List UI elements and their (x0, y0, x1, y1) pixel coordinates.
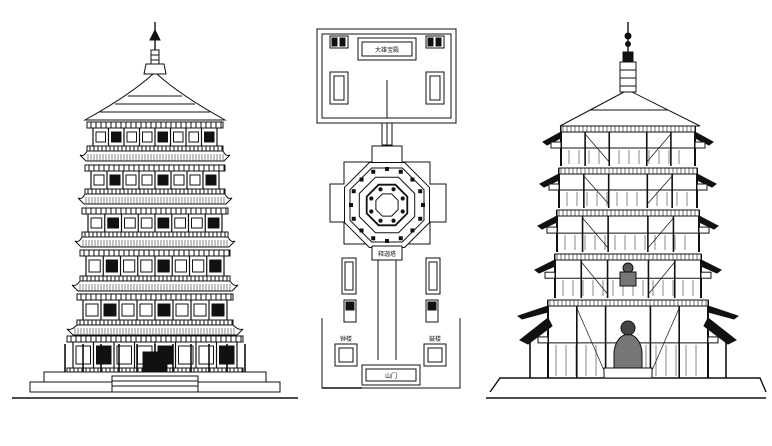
label-tower-entrance: 释迦塔 (378, 250, 396, 258)
pagoda-elevation (12, 22, 298, 399)
temple-site-plan (316, 28, 461, 389)
label-top-hall: 大雄宝殿 (375, 46, 399, 54)
pagoda-section (486, 22, 767, 399)
label-right-pavilion: 鼓楼 (429, 335, 441, 343)
label-front-gate: 山门 (385, 372, 397, 380)
label-left-pavilion: 钟楼 (340, 335, 352, 343)
